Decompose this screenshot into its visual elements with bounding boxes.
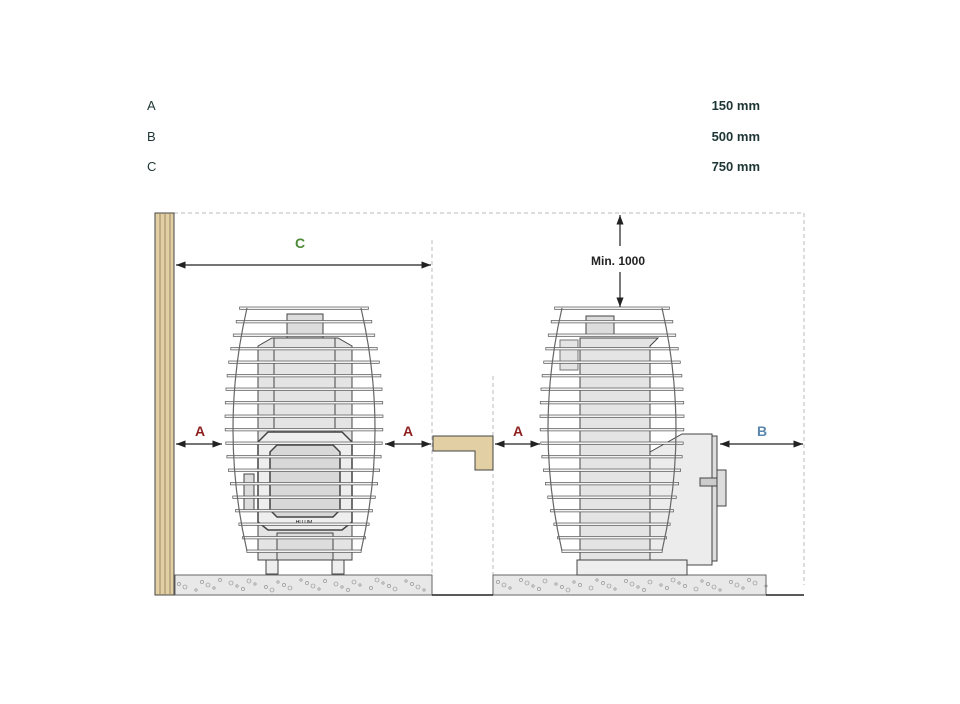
grill-bar [541,374,683,378]
grill-bar [539,428,685,432]
grill-bar [229,482,379,486]
dimension-label-b: B [757,423,767,439]
grill-frame [661,307,677,552]
grill-bar [224,428,384,432]
grill-bar [540,387,684,391]
grill-bar [239,306,369,310]
grill-bar [539,414,685,418]
grill-bar [242,536,366,540]
grill-frame [547,307,563,552]
floor-base-left [174,574,433,596]
grill-bar [550,320,674,324]
grill-bar [550,509,674,513]
grill-bar [228,468,380,472]
grill-bar [545,347,679,351]
grill-bar [224,414,384,418]
grill-bar [557,536,667,540]
min-height-label: Min. 1000 [591,254,645,268]
grill-bar [235,509,373,513]
grill-bar [553,522,671,526]
grill-bar [228,360,380,364]
grill-bar [547,495,677,499]
grill-frame [360,307,376,552]
legend-key: C [147,159,157,174]
grill-bar [235,320,373,324]
floor-pebbles [177,577,768,593]
grill-bar [232,333,376,337]
bench-icon [432,435,494,471]
dimension-label-c: C [295,235,305,251]
grill-bar [547,333,677,337]
grill-bar [225,441,383,445]
grill-bar [544,482,680,486]
legend-key: B [147,129,156,144]
legend-row-a: A 150 mm [147,98,760,116]
grill-bar [540,441,684,445]
grill-bar [232,495,376,499]
dimension-arrows [176,215,803,448]
legend-value: 750 mm [711,159,760,174]
grill-bar [238,522,370,526]
grill-bar [543,360,681,364]
wooden-wall [154,212,175,596]
heater-side-view [539,306,727,576]
heater-front-view: HU UM [224,306,384,575]
grill-bar [539,401,685,405]
legend-row-b: B 500 mm [147,129,760,147]
grill-bar [225,387,383,391]
dimension-label-a-bench: A [403,423,413,439]
grill-bar [541,455,683,459]
grill-bar [230,347,378,351]
legend-value: 150 mm [711,98,760,113]
legend-value: 500 mm [711,129,760,144]
grill-bar [246,549,362,553]
guide-lines [174,212,805,595]
grill-bar [561,549,663,553]
grill-bar [224,401,384,405]
grill-bar [543,468,681,472]
dimension-label-a-right: A [513,423,523,439]
legend-key: A [147,98,156,113]
grill-bar [226,374,382,378]
dimension-label-a-left: A [195,423,205,439]
legend-row-c: C 750 mm [147,159,760,177]
grill-bar [554,306,670,310]
grill-frame [232,307,248,552]
grill-bar [226,455,382,459]
